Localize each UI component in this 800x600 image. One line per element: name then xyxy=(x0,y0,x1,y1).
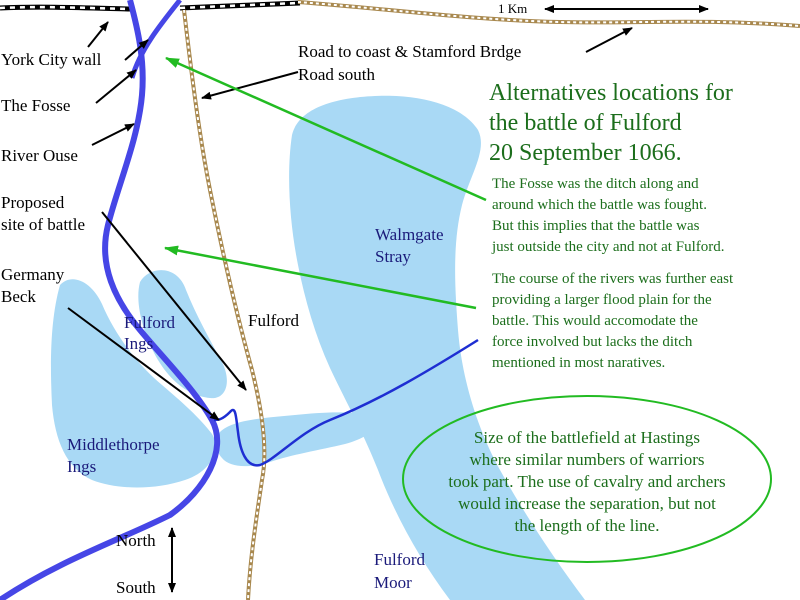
label-fulford-moor-1: Fulford xyxy=(374,550,425,569)
pointer-proposed-site xyxy=(101,211,247,391)
pointer-the-fosse xyxy=(95,69,137,104)
road-to-coast-dash xyxy=(297,1,800,27)
germany-beck xyxy=(213,338,479,467)
label-germany-beck-1: Germany xyxy=(1,265,65,284)
label-fulford-ings-2: Ings xyxy=(124,334,154,353)
hastings-note-line-4: would increase the separation, but not xyxy=(458,494,716,513)
fosse-note-line-4: just outside the city and not at Fulford… xyxy=(492,239,725,255)
hastings-note-line-3: took part. The use of cavalry and archer… xyxy=(448,472,726,491)
pointer-road-coast xyxy=(585,27,633,53)
map-title-line-3: 20 September 1066. xyxy=(489,140,682,166)
pointer-river-ouse xyxy=(91,123,135,146)
york-city-wall-dash xyxy=(0,1,301,11)
hastings-note-line-2: where similar numbers of warriors xyxy=(469,450,705,469)
map-title-line-2: the battle of Fulford xyxy=(489,110,682,136)
arrow-fosse-note xyxy=(165,56,487,202)
scale-label: 1 Km xyxy=(498,1,528,16)
walmgate-stray-area xyxy=(289,95,585,600)
fosse-note-line-2: around which the battle was fought. xyxy=(492,197,707,213)
fulford-ings-area xyxy=(138,270,227,399)
label-walmgate-stray-1: Walmgate xyxy=(375,225,444,244)
label-york-city-wall: York City wall xyxy=(1,50,102,69)
label-the-fosse: The Fosse xyxy=(1,96,71,115)
road-south xyxy=(182,9,267,600)
hastings-note-line-5: the length of the line. xyxy=(514,516,660,535)
label-fulford-moor-2: Moor xyxy=(374,573,412,592)
river-note-line-3: battle. This would accomodate the xyxy=(492,313,698,329)
river-note-line-1: The course of the rivers was further eas… xyxy=(492,271,734,287)
label-proposed-site-2: site of battle xyxy=(1,215,86,234)
label-proposed-site-1: Proposed xyxy=(1,193,65,212)
arrow-river-note xyxy=(164,245,477,310)
fosse-note-line-1: The Fosse was the ditch along and xyxy=(492,176,699,192)
river-ouse xyxy=(0,0,221,600)
pointer-wall-fosse xyxy=(124,39,149,61)
label-middlethorpe-ings-1: Middlethorpe xyxy=(67,435,160,454)
hastings-note-line-1: Size of the battlefield at Hastings xyxy=(473,428,701,447)
map-title-line-1: Alternatives locations for xyxy=(489,80,733,106)
fosse-note-line-3: But this implies that the battle was xyxy=(492,218,700,234)
hastings-ellipse xyxy=(402,395,772,563)
label-road-south: Road south xyxy=(298,65,375,84)
river-note-line-4: force involved but lacks the ditch xyxy=(492,334,693,350)
label-middlethorpe-ings-2: Ings xyxy=(67,457,97,476)
label-walmgate-stray-2: Stray xyxy=(375,247,411,266)
pointer-road-south xyxy=(201,71,299,100)
label-germany-beck-2: Beck xyxy=(1,287,36,306)
pointer-city-wall xyxy=(87,21,109,48)
label-south: South xyxy=(116,578,156,597)
pointer-germany-beck xyxy=(67,307,220,421)
label-road-to-coast: Road to coast & Stamford Brdge xyxy=(298,42,522,61)
river-note-line-5: mentioned in most naratives. xyxy=(492,355,666,371)
label-river-ouse: River Ouse xyxy=(1,146,78,165)
label-fulford: Fulford xyxy=(248,311,299,330)
river-note-line-2: providing a larger flood plain for the xyxy=(492,292,712,308)
road-south-dash xyxy=(183,9,266,600)
label-north: North xyxy=(116,531,156,550)
middlethorpe-ings-area xyxy=(50,279,216,488)
label-fulford-ings-1: Fulford xyxy=(124,313,175,332)
